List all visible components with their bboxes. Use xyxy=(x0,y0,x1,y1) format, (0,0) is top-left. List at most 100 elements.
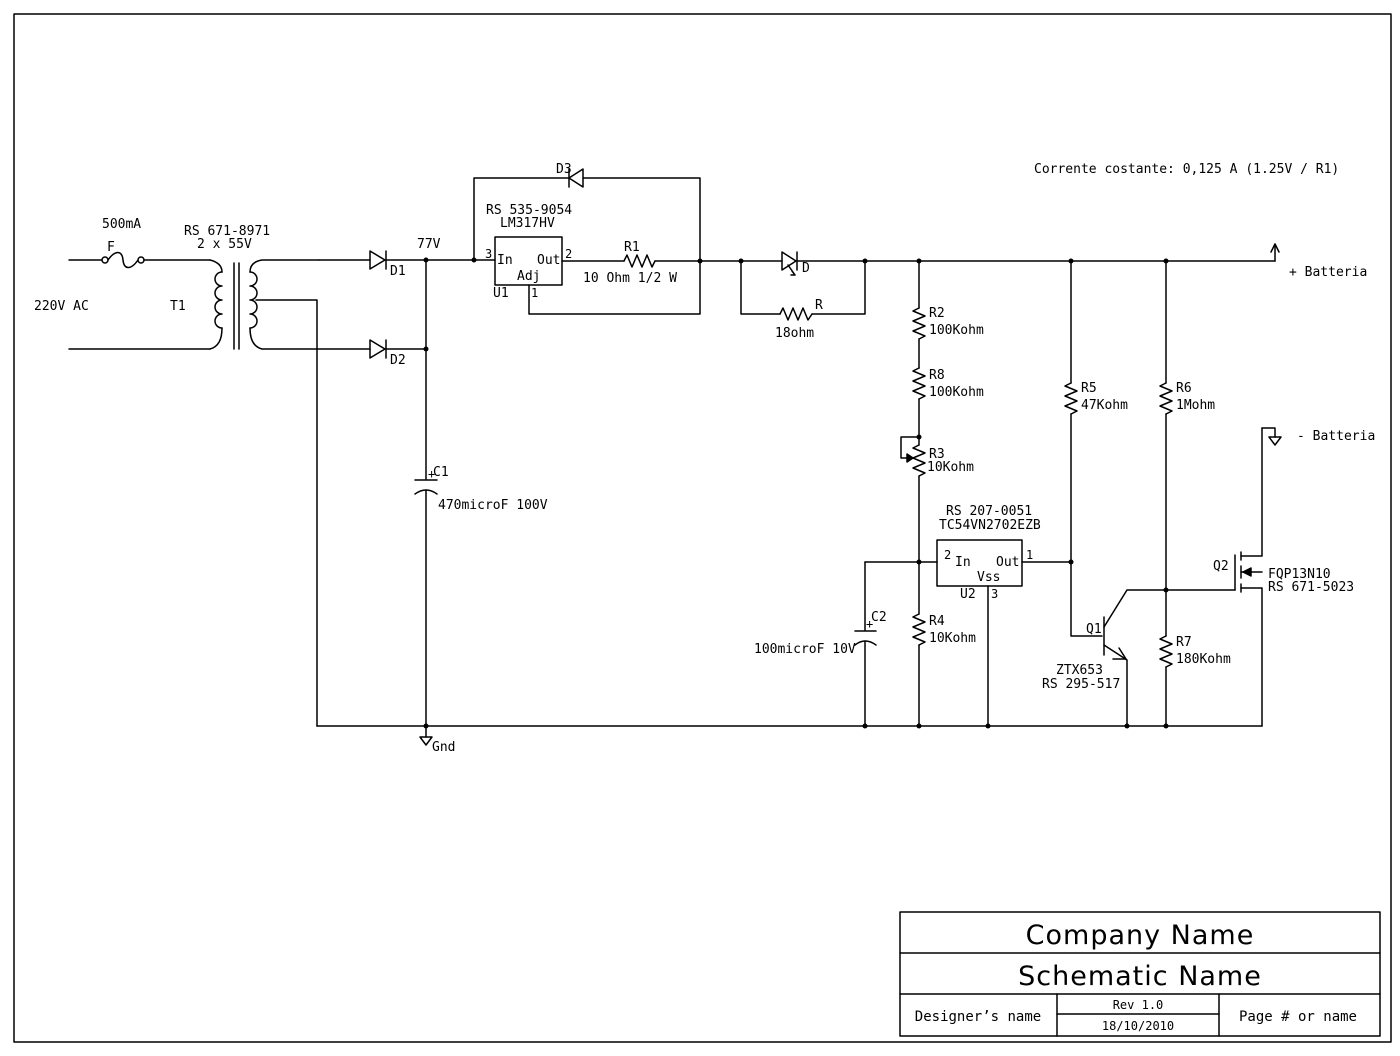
r5-name: R5 xyxy=(1081,381,1097,396)
title-block: Company Name Schematic Name Designer’s n… xyxy=(899,911,1381,1037)
wire-d3-loop xyxy=(473,177,701,262)
junction-u2-in xyxy=(916,559,922,565)
u2-model: TC54VN2702EZB xyxy=(939,518,1041,533)
wire-r-bypass xyxy=(740,260,866,315)
junction-gnd-c2 xyxy=(862,723,868,729)
u1-pin-in: In xyxy=(497,253,513,268)
r4-value: 10Kohm xyxy=(929,631,976,646)
r-value: 18ohm xyxy=(775,326,814,341)
resistor-r6 xyxy=(1159,382,1173,415)
diode-d3-label: D3 xyxy=(556,162,572,177)
sheet-border xyxy=(13,13,1392,1043)
r-name: R xyxy=(815,298,823,313)
u2-pin1-num: 1 xyxy=(1026,548,1033,562)
u1-pin-out: Out xyxy=(537,253,560,268)
r8-name: R8 xyxy=(929,368,945,383)
diode-d1: D1 xyxy=(369,250,406,279)
battery-plus-terminal: + Batteria xyxy=(1270,243,1367,280)
ground-label: Gnd xyxy=(432,740,455,755)
node-voltage-label: 77V xyxy=(417,237,441,252)
junction-gnd-u2 xyxy=(985,723,991,729)
u2-pin-out: Out xyxy=(996,555,1019,570)
r1-value: 10 Ohm 1/2 W xyxy=(583,271,677,286)
resistor-r7 xyxy=(1159,635,1173,668)
led-d: D xyxy=(781,251,810,276)
transistor-q1: Q1 ZTX653 RS 295-517 xyxy=(1042,589,1236,727)
fuse-name: F xyxy=(107,240,115,255)
fuse-f: F 500mA xyxy=(101,217,145,269)
u1-model: LM317HV xyxy=(500,216,555,231)
u1-name: U1 xyxy=(493,286,509,301)
junction-d2 xyxy=(423,346,429,352)
c2-name: C2 xyxy=(871,610,887,625)
ac-input-label: 220V AC xyxy=(34,299,89,314)
junction-77v xyxy=(423,257,429,263)
junction-r3-wiper xyxy=(916,434,922,440)
diode-d3: D3 xyxy=(556,162,584,188)
wire-u1-adj xyxy=(528,260,701,315)
r5-value: 47Kohm xyxy=(1081,398,1128,413)
r7-value: 180Kohm xyxy=(1176,652,1231,667)
u1-pin-adj: Adj xyxy=(517,269,540,284)
u1-pin3-num: 3 xyxy=(485,247,492,261)
junction-gnd-r7 xyxy=(1163,723,1169,729)
resistor-r xyxy=(779,307,813,321)
r6-value: 1Mohm xyxy=(1176,398,1215,413)
transformer-t1: T1 RS 671-8971 2 x 55V xyxy=(170,224,371,727)
title-designer: Designer’s name xyxy=(915,1009,1041,1025)
c2-value: 100microF 10V xyxy=(754,642,856,657)
c1-name: C1 xyxy=(433,465,449,480)
potentiometer-r3: R3 10Kohm xyxy=(900,436,974,477)
u2-pin3-num: 3 xyxy=(991,587,998,601)
junction-d3 xyxy=(697,258,703,264)
u2-pin-in: In xyxy=(955,555,971,570)
resistor-r1 xyxy=(623,254,656,268)
transformer-part: RS 671-8971 xyxy=(184,224,270,239)
title-schematic: Schematic Name xyxy=(1018,961,1262,992)
u1-part: RS 535-9054 xyxy=(486,203,572,218)
resistor-r5 xyxy=(1064,382,1078,415)
battery-minus-terminal: - Batteria xyxy=(1261,427,1375,446)
capacitor-c1: + C1 470microF 100V xyxy=(414,465,548,513)
r7-name: R7 xyxy=(1176,635,1192,650)
resistor-r2 xyxy=(912,307,926,340)
transformer-rating: 2 x 55V xyxy=(197,237,252,252)
c2-plus: + xyxy=(866,617,873,631)
r3-value: 10Kohm xyxy=(927,460,974,475)
q1-name: Q1 xyxy=(1086,622,1102,637)
voltage-detector-u2: In Out Vss 2 1 3 U2 RS 207-0051 TC54VN27… xyxy=(936,504,1041,602)
u2-pin2-num: 2 xyxy=(944,548,951,562)
constant-current-note: Corrente costante: 0,125 A (1.25V / R1) xyxy=(1034,162,1339,177)
title-date: 18/10/2010 xyxy=(1102,1019,1174,1033)
wire-r5-to-q1 xyxy=(1070,413,1103,637)
battery-plus-label: + Batteria xyxy=(1289,265,1367,280)
diode-d2: D2 xyxy=(369,339,406,368)
q1-part: RS 295-517 xyxy=(1042,677,1120,692)
r1-name: R1 xyxy=(624,240,640,255)
r4-name: R4 xyxy=(929,614,945,629)
junction-gnd-c1 xyxy=(423,723,429,729)
capacitor-c2: + C2 100microF 10V xyxy=(754,610,887,657)
u1-pin2-num: 2 xyxy=(565,247,572,261)
fuse-value: 500mA xyxy=(102,217,141,232)
diode-d1-label: D1 xyxy=(390,264,406,279)
c1-value: 470microF 100V xyxy=(438,498,548,513)
u2-part: RS 207-0051 xyxy=(946,504,1032,519)
u2-pin-vss: Vss xyxy=(977,570,1000,585)
led-name: D xyxy=(802,261,810,276)
title-rev: Rev 1.0 xyxy=(1113,998,1164,1012)
resistor-r4 xyxy=(912,613,926,646)
q2-model: FQP13N10 xyxy=(1268,567,1331,582)
mosfet-q2: Q2 FQP13N10 RS 671-5023 xyxy=(1213,427,1354,727)
battery-minus-label: - Batteria xyxy=(1297,429,1375,444)
c1-plus: + xyxy=(428,467,435,481)
diode-d2-label: D2 xyxy=(390,353,406,368)
r8-value: 100Kohm xyxy=(929,385,984,400)
title-company: Company Name xyxy=(1026,920,1255,951)
title-page: Page # or name xyxy=(1239,1009,1357,1025)
u1-pin1-num: 1 xyxy=(531,286,538,300)
r2-name: R2 xyxy=(929,306,945,321)
q1-model: ZTX653 xyxy=(1056,663,1103,678)
r3-name: R3 xyxy=(929,447,945,462)
